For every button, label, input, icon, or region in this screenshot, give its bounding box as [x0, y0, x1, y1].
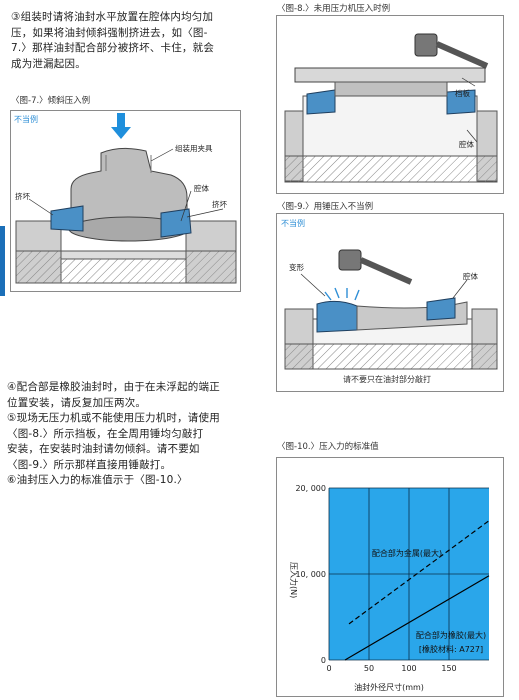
- section-tab-marker: [0, 226, 5, 296]
- fig7-panel: 不当例 组装用夹具 腔体 挤坏 挤坏: [10, 110, 241, 292]
- fig8-label-body: 腔体: [459, 140, 474, 149]
- fig9-panel: 不当例 变形 腔体 请不要只在油封部分敲打: [276, 213, 504, 392]
- fig8-illustration: [284, 33, 498, 183]
- paragraph-line: 〈图-8.〉所示挡板，在全周用锤均匀敲打: [7, 427, 204, 440]
- chart-ticks-layer: 0 50 100 150 0 10, 000 20, 000: [295, 484, 456, 673]
- paragraph-line: 7.〉那样油封配合部分被挤坏、卡住，就会: [11, 42, 215, 54]
- fig9-note: 请不要只在油封部分敲打: [343, 375, 431, 384]
- paragraph-line: 位置安装，请反复加压两次。: [7, 396, 147, 409]
- chart-series-label-metal: 配合部为金属(最大): [372, 548, 442, 558]
- chart-y-tick-label: 20, 000: [295, 484, 326, 493]
- fig7-label-crush-right: 挤坏: [212, 200, 227, 209]
- fig10-panel: 0 50 100 150 0 10, 000 20, 000 压入力(N) 油封外径尺寸(m…: [276, 457, 504, 697]
- chart-ylabel: 压入力(N): [289, 562, 299, 598]
- chart-x-tick-label: 50: [364, 664, 374, 673]
- fig7-label-jig: 组装用夹具: [175, 144, 213, 153]
- fig8-caption: 〈图-8.〉未用压力机压入时例: [277, 4, 391, 14]
- paragraph-line: 压，如果将油封倾斜强制挤进去，如〈图-: [11, 26, 208, 39]
- paragraph-3: ③组装时请将油封水平放置在腔体内均匀加 压，如果将油封倾斜强制挤进去，如〈图- …: [11, 10, 256, 72]
- fig7-caption: 〈图-7.〉倾斜压入例: [11, 96, 91, 106]
- chart-y-tick-label: 0: [321, 656, 326, 665]
- fig7-label-crush-left: 挤坏: [15, 192, 30, 201]
- chart-y-tick-label: 10, 000: [295, 570, 326, 579]
- fig9-illustration: [284, 249, 498, 370]
- chart-xlabel: 油封外径尺寸(mm): [354, 682, 424, 692]
- chart-series-line-metal: [348, 520, 490, 625]
- chart-series-line-rubber: [344, 575, 490, 661]
- fig9-warning: 不当例: [281, 219, 305, 228]
- paragraph-line: ⑤现场无压力机或不能使用压力机时，请使用: [7, 412, 220, 424]
- paragraph-4-6: ④配合部是橡胶油封时，由于在未浮起的端正 位置安装，请反复加压两次。 ⑤现场无压…: [7, 380, 259, 489]
- fig7-warning: 不当例: [14, 115, 38, 124]
- chart-series-label-rubber: 配合部为橡胶(最大): [416, 630, 486, 640]
- chart-grid: [328, 487, 489, 661]
- fig9-caption: 〈图-9.〉用锤压入不当例: [277, 202, 374, 212]
- paragraph-line: 〈图-9.〉所示那样直接用锤敲打。: [7, 458, 172, 471]
- fig10-caption: 〈图-10.〉压入力的标准值: [277, 442, 379, 452]
- fig7-illustration: [15, 113, 237, 284]
- chart-x-tick-label: 100: [401, 664, 416, 673]
- fig8-label-plate: 档板: [455, 89, 470, 98]
- fig7-label-body: 腔体: [194, 184, 209, 193]
- paragraph-line: ④配合部是橡胶油封时，由于在未浮起的端正: [7, 381, 220, 393]
- fig9-label-deform: 变形: [289, 263, 304, 272]
- chart-x-tick-label: 150: [441, 664, 456, 673]
- paragraph-line: ⑥油封压入力的标准值示于〈图-10.〉: [7, 474, 188, 486]
- chart-annotation: [橡胶材料: A727]: [419, 644, 483, 654]
- paragraph-line: 成为泄漏起因。: [11, 57, 86, 70]
- paragraph-line: ③组装时请将油封水平放置在腔体内均匀加: [11, 11, 214, 23]
- fig9-label-body: 腔体: [463, 272, 478, 281]
- fig8-panel: 档板 腔体: [276, 15, 504, 194]
- chart-x-tick-label: 0: [326, 664, 331, 673]
- chart-series-layer: [344, 520, 490, 661]
- fig10-chart: 0 50 100 150 0 10, 000 20, 000 压入力(N) 油封外径尺寸(m…: [289, 484, 490, 692]
- paragraph-line: 安装，在安装时油封请勿倾斜。请不要如: [7, 443, 200, 455]
